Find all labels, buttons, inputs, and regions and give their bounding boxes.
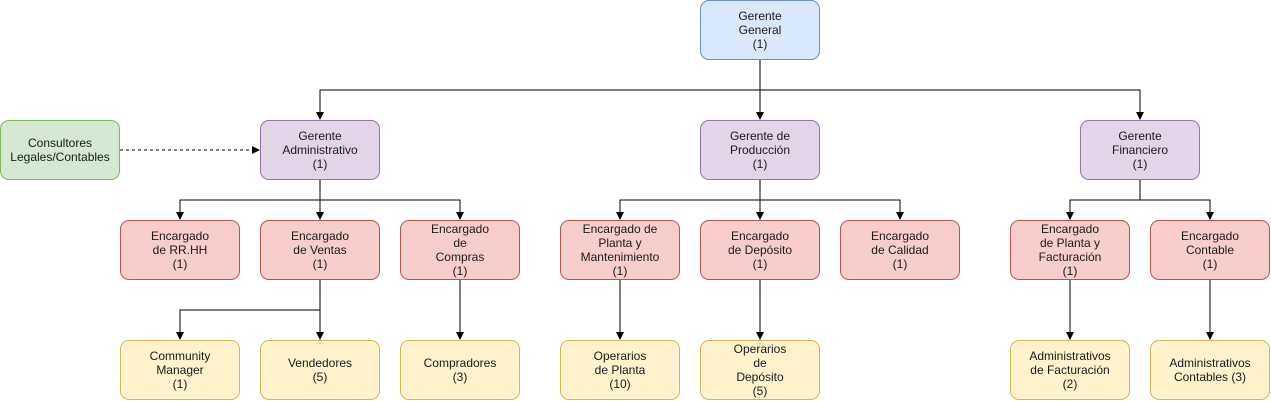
node-label: Gerente Financiero (1) — [1111, 129, 1169, 171]
node-gerente-produccion: Gerente de Producción (1) — [700, 120, 820, 180]
node-compradores: Compradores (3) — [400, 340, 520, 400]
node-consultores: Consultores Legales/Contables — [0, 120, 120, 180]
node-label: Encargado Contable (1) — [1180, 229, 1240, 271]
edge-gf-cont — [1140, 199, 1214, 220]
node-label: Encargado de RR.HH (1) — [150, 229, 210, 271]
edge-ga-com — [320, 199, 464, 220]
node-label: Encargado de Depósito (1) — [727, 229, 793, 271]
node-label: Community Manager (1) — [149, 349, 211, 391]
node-gerente-general: Gerente General (1) — [700, 0, 820, 60]
node-community-manager: Community Manager (1) — [120, 340, 240, 400]
node-label: Vendedores (5) — [287, 356, 353, 384]
node-vendedores: Vendedores (5) — [260, 340, 380, 400]
node-encargado-deposito: Encargado de Depósito (1) — [700, 220, 820, 280]
node-label: Encargado de Planta y Mantenimiento (1) — [580, 222, 660, 278]
edge-gp-pm — [616, 180, 761, 220]
node-label: Encargado de Planta y Facturación (1) — [1038, 222, 1102, 278]
node-label: Operarios de Depósito (5) — [733, 342, 787, 398]
node-operarios-deposito: Operarios de Depósito (5) — [700, 340, 820, 400]
edge-gf-pf — [1066, 180, 1141, 220]
node-administrativos-facturacion: Administrativos de Facturación (2) — [1010, 340, 1130, 400]
edge-gg-gf — [760, 89, 1144, 120]
node-encargado-contable: Encargado Contable (1) — [1150, 220, 1270, 280]
node-administrativos-contables: Administrativos Contables (3) — [1150, 340, 1270, 400]
node-label: Consultores Legales/Contables — [10, 136, 110, 164]
node-encargado-compras: Encargado de Compras (1) — [400, 220, 520, 280]
node-label: Encargado de Ventas (1) — [290, 229, 350, 271]
edge-ven-cm — [176, 280, 321, 340]
node-label: Compradores (3) — [423, 356, 497, 384]
edge-ga-rrhh — [176, 180, 321, 220]
node-gerente-financiero: Gerente Financiero (1) — [1080, 120, 1200, 180]
node-encargado-calidad: Encargado de Calidad (1) — [840, 220, 960, 280]
node-label: Administrativos Contables (3) — [1169, 356, 1251, 384]
node-label: Gerente de Producción (1) — [729, 129, 791, 171]
node-encargado-planta-facturacion: Encargado de Planta y Facturación (1) — [1010, 220, 1130, 280]
edge-gg-ga — [316, 60, 761, 120]
node-operarios-planta: Operarios de Planta (10) — [560, 340, 680, 400]
node-gerente-administrativo: Gerente Administrativo (1) — [260, 120, 380, 180]
node-label: Encargado de Compras (1) — [430, 222, 490, 278]
node-encargado-ventas: Encargado de Ventas (1) — [260, 220, 380, 280]
node-label: Gerente Administrativo (1) — [282, 129, 358, 171]
node-label: Operarios de Planta (10) — [593, 349, 647, 391]
node-label: Encargado de Calidad (1) — [870, 229, 930, 271]
node-encargado-rrhh: Encargado de RR.HH (1) — [120, 220, 240, 280]
node-label: Gerente General (1) — [738, 9, 782, 51]
node-encargado-planta-mantenimiento: Encargado de Planta y Mantenimiento (1) — [560, 220, 680, 280]
edge-gp-cal — [760, 199, 904, 220]
node-label: Administrativos de Facturación (2) — [1029, 349, 1111, 391]
